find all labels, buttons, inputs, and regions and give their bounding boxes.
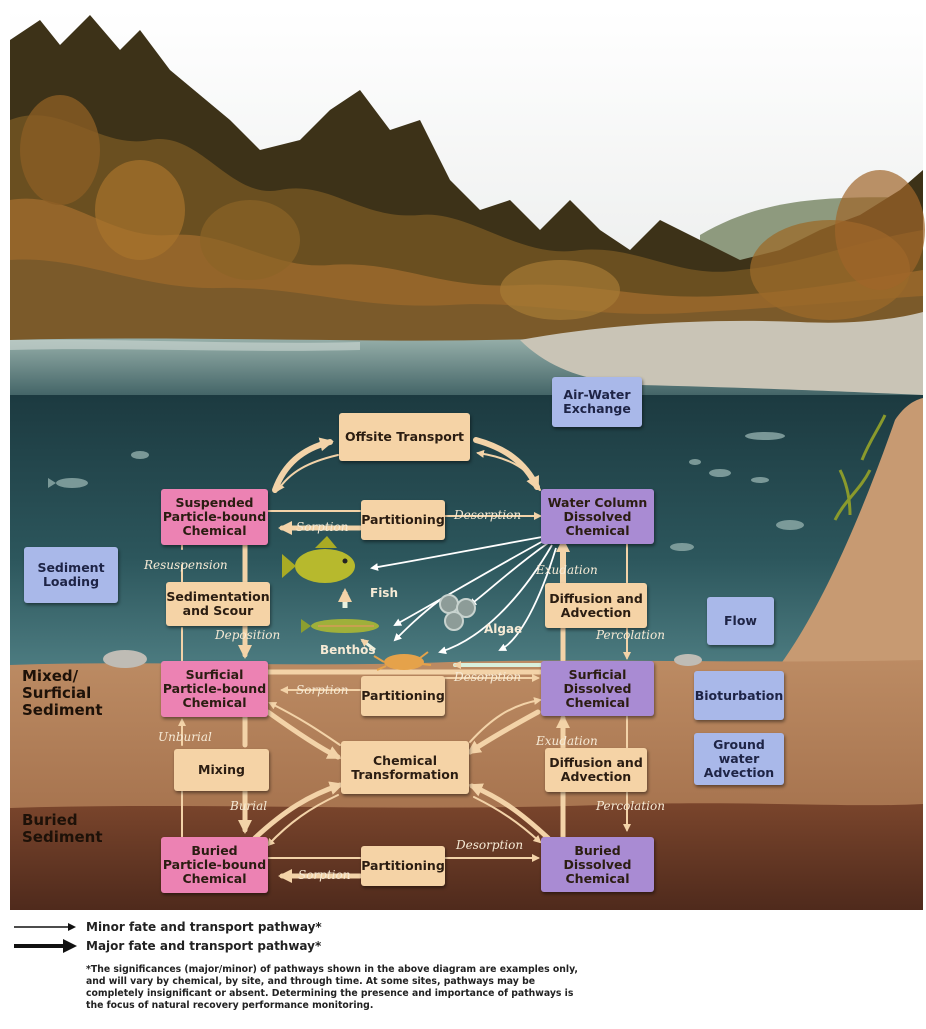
chemical-transformation-box: Chemical Transformation [341,741,469,794]
sorption-label-3: Sorption [298,868,351,882]
gravel-bar [520,312,923,395]
background-fish [48,432,804,551]
arrow-transformation-to-particle [268,702,341,746]
exudation-label-2: Exudation [536,734,598,748]
arrow-buried-to-transformation [252,781,344,841]
buried-sediment-label: Buried Sediment [22,811,103,846]
arrow-buried-dissolved-to-transformation [468,783,551,841]
fish-icon [282,536,355,583]
air-water-exchange-box: Air-Water Exchange [552,377,642,427]
percolation-label-2: Percolation [596,799,665,813]
arrow-to-algae [468,542,549,607]
arrow-to-benthos [438,544,553,655]
arrow-transformation-to-buried [266,794,339,847]
offsite-transport-box: Offsite Transport [339,413,470,461]
algae-label: Algae [484,622,523,636]
footnote: *The significances (major/minor) of path… [86,964,578,1011]
desorption-label-3: Desorption [456,838,524,852]
fish-label: Fish [370,586,398,600]
arrow-transformation-to-buried-dissolved [473,796,542,844]
flow-box: Flow [707,597,774,645]
benthos-label: Benthos [320,643,376,657]
mixing-box: Mixing [174,749,269,791]
arrow-benthos-up [360,638,376,652]
arrow-transformation-to-dissolved [469,697,542,743]
sediment-loading-box: Sediment Loading [24,547,118,603]
aquatic-plant [833,414,887,521]
sorption-label-1: Sorption [296,520,349,534]
surficial-dissolved-box: Surficial Dissolved Chemical [541,661,654,716]
burial-label: Burial [230,799,268,813]
partitioning-surficial-box: Partitioning [361,676,445,716]
arrow-to-benthos-2 [498,547,557,651]
arrow-offsite-to-suspended [276,454,339,492]
unburial-label: Unburial [158,730,212,744]
water-column-dissolved-box: Water Column Dissolved Chemical [541,489,654,544]
deposition-label: Deposition [215,628,281,642]
mixed-surficial-sediment-label: Mixed/ Surficial Sediment [22,667,103,719]
diffusion-advection-sediment-box: Diffusion and Advection [545,748,647,792]
arrow-suspended-to-offsite [272,437,334,493]
desorption-label-1: Desorption [454,508,522,522]
benthos-icon [373,651,432,671]
desorption-label-2: Desorption [454,670,522,684]
groundwater-advection-box: Ground water Advection [694,733,784,785]
benthic-fish-icon [301,619,379,633]
sedimentation-scour-box: Sedimentation and Scour [166,582,270,626]
buried-dissolved-box: Buried Dissolved Chemical [541,837,654,892]
legend-minor-label: Minor fate and transport pathway* [86,920,322,934]
partitioning-water-box: Partitioning [361,500,445,540]
sorption-label-2: Sorption [296,683,349,697]
exudation-label-1: Exudation [536,563,598,577]
bioturbation-box: Bioturbation [694,671,784,720]
suspended-particle-box: Suspended Particle-bound Chemical [161,489,268,545]
arrow-algae-to-fish [393,599,441,642]
legend-major-label: Major fate and transport pathway* [86,939,322,953]
arrow-surficial-to-transformation [265,709,342,760]
arrow-water-to-offsite [476,449,541,491]
buried-sediment-layer [10,803,923,910]
rock [674,654,702,666]
diffusion-advection-water-box: Diffusion and Advection [545,583,647,628]
arrow-to-benthos-fish [393,539,546,626]
rock [103,650,147,668]
forest [10,15,925,350]
arrow-dissolved-to-transformation [466,709,541,755]
partitioning-buried-box: Partitioning [361,846,445,886]
buried-particle-box: Buried Particle-bound Chemical [161,837,268,893]
resuspension-label: Resuspension [144,558,228,572]
river-bank [780,398,923,665]
percolation-label-1: Percolation [596,628,665,642]
arrow-to-fish [370,536,543,571]
surficial-particle-box: Surficial Particle-bound Chemical [161,661,268,717]
algae-icon [439,594,476,631]
